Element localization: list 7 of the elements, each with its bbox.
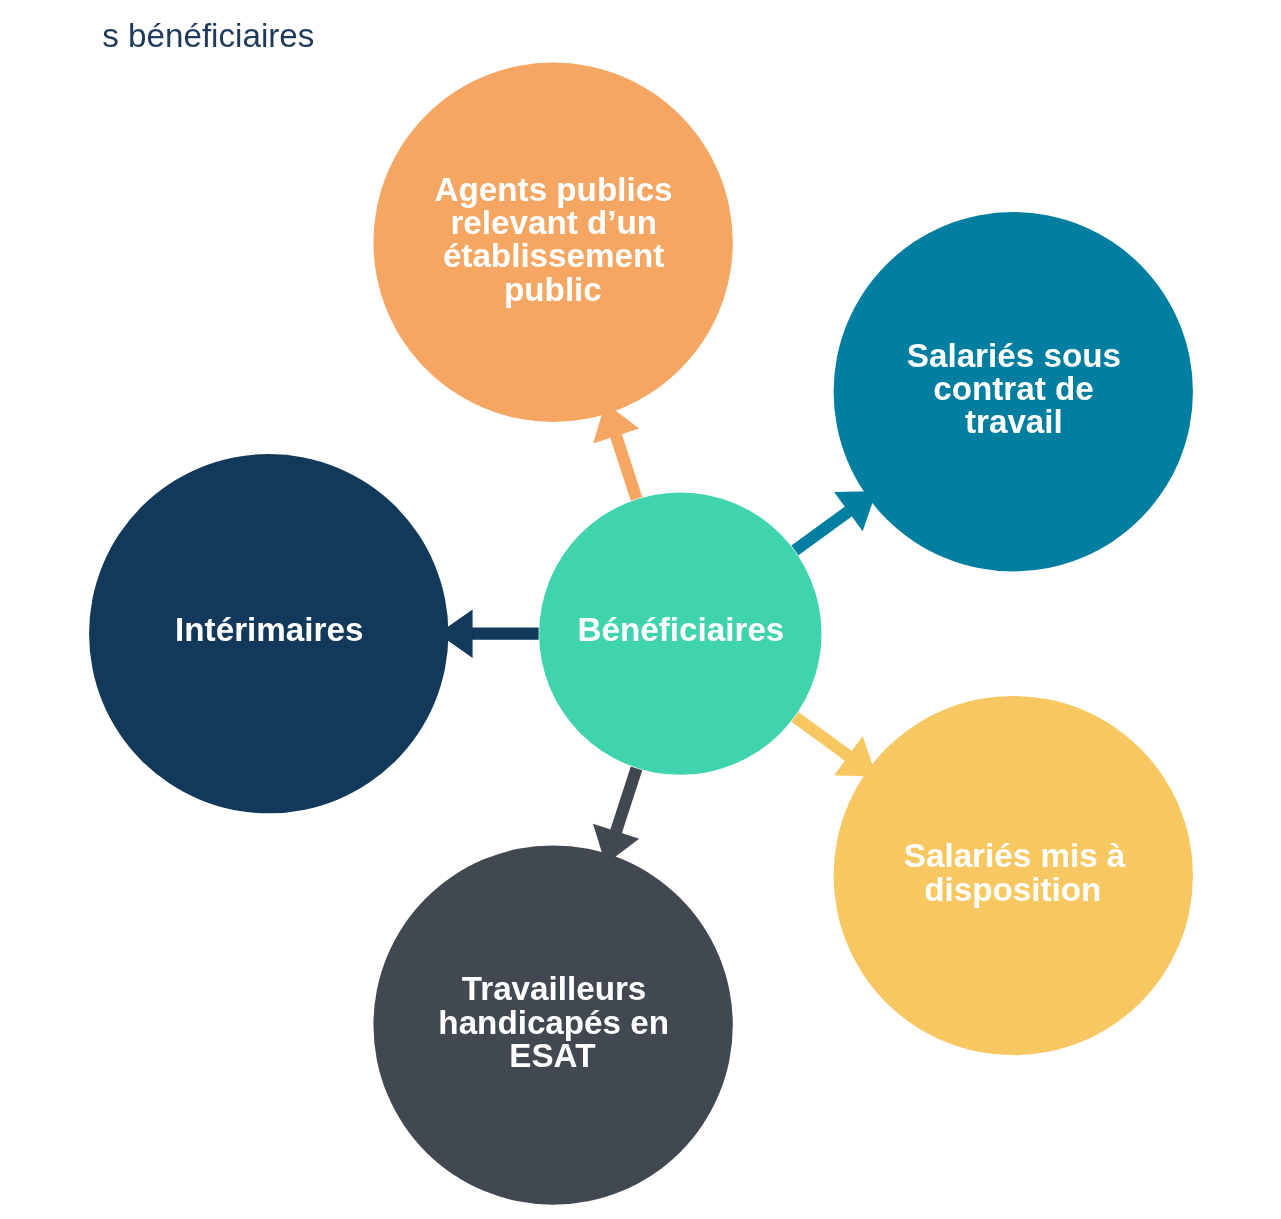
node-circle: Travailleurs handicapés en ESAT <box>372 845 733 1205</box>
node-circle: Agents publics relevant d’un établissement public <box>372 62 733 422</box>
arrow <box>790 712 876 777</box>
node-circle: Intérimaires <box>88 454 448 814</box>
diagram-title: s bénéficiaires <box>101 16 314 54</box>
arrow <box>790 491 876 556</box>
node-circle: Bénéficiaires <box>538 492 821 775</box>
